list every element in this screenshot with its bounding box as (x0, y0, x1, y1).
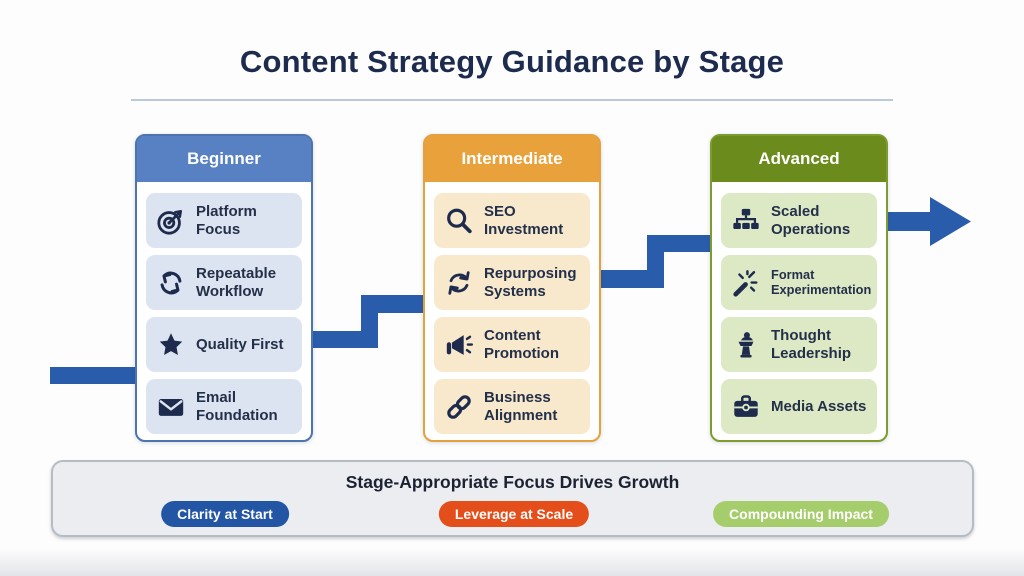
pill-clarity-at-start: Clarity at Start (161, 501, 289, 527)
envelope-icon (155, 391, 187, 423)
item-label: Repurposing Systems (484, 265, 577, 300)
column-advanced: Advanced Scaled Operations (710, 134, 888, 442)
bottom-shade (0, 548, 1024, 576)
page-title: Content Strategy Guidance by Stage (239, 44, 785, 79)
item-label: Email Foundation (196, 389, 278, 424)
column-advanced-header: Advanced (712, 136, 886, 182)
item-content-promotion: Content Promotion (434, 317, 590, 372)
title-divider (131, 99, 893, 101)
item-label: Platform Focus (196, 203, 257, 238)
briefcase-icon (730, 391, 762, 423)
item-label: Scaled Operations (771, 203, 851, 238)
item-label: Business Alignment (484, 389, 558, 424)
item-label: Media Assets (771, 397, 867, 415)
org-chart-icon (730, 205, 762, 237)
item-label: Repeatable Workflow (196, 265, 277, 300)
item-repurposing-systems: Repurposing Systems (434, 255, 590, 310)
item-label: Format Experimentation (771, 266, 872, 297)
column-intermediate-header: Intermediate (425, 136, 599, 182)
star-icon (155, 329, 187, 361)
search-icon (443, 205, 475, 237)
target-icon (155, 205, 187, 237)
item-quality-first: Quality First (146, 317, 302, 372)
pill-compounding-impact: Compounding Impact (713, 501, 889, 527)
item-format-experimentation: Format Experimentation (721, 255, 877, 310)
item-platform-focus: Platform Focus (146, 193, 302, 248)
item-label: Thought Leadership (771, 327, 852, 362)
column-beginner-body: Platform Focus Repeatable Workflow (137, 182, 311, 445)
column-beginner: Beginner Platform Focus (135, 134, 313, 442)
column-intermediate: Intermediate SEO Investment (423, 134, 601, 442)
item-label: SEO Investment (484, 203, 564, 238)
refresh-arrows-icon (443, 267, 475, 299)
summary-title: Stage-Appropriate Focus Drives Growth (345, 472, 680, 492)
pill-leverage-at-scale: Leverage at Scale (438, 501, 590, 527)
item-label: Content Promotion (484, 327, 559, 362)
item-business-alignment: Business Alignment (434, 379, 590, 434)
column-advanced-body: Scaled Operations Format Experimentation (712, 182, 886, 445)
megaphone-icon (443, 329, 475, 361)
item-label: Quality First (196, 335, 284, 353)
cycle-arrows-icon (155, 267, 187, 299)
magic-wand-icon (730, 267, 762, 299)
item-scaled-operations: Scaled Operations (721, 193, 877, 248)
item-media-assets: Media Assets (721, 379, 877, 434)
podium-icon (730, 329, 762, 361)
item-email-foundation: Email Foundation (146, 379, 302, 434)
item-thought-leadership: Thought Leadership (721, 317, 877, 372)
chain-link-icon (443, 391, 475, 423)
column-beginner-header: Beginner (137, 136, 311, 182)
column-intermediate-body: SEO Investment Repurposing Systems (425, 182, 599, 445)
item-seo-investment: SEO Investment (434, 193, 590, 248)
item-repeatable-workflow: Repeatable Workflow (146, 255, 302, 310)
summary-banner: Stage-Appropriate Focus Drives Growth Cl… (51, 460, 974, 537)
